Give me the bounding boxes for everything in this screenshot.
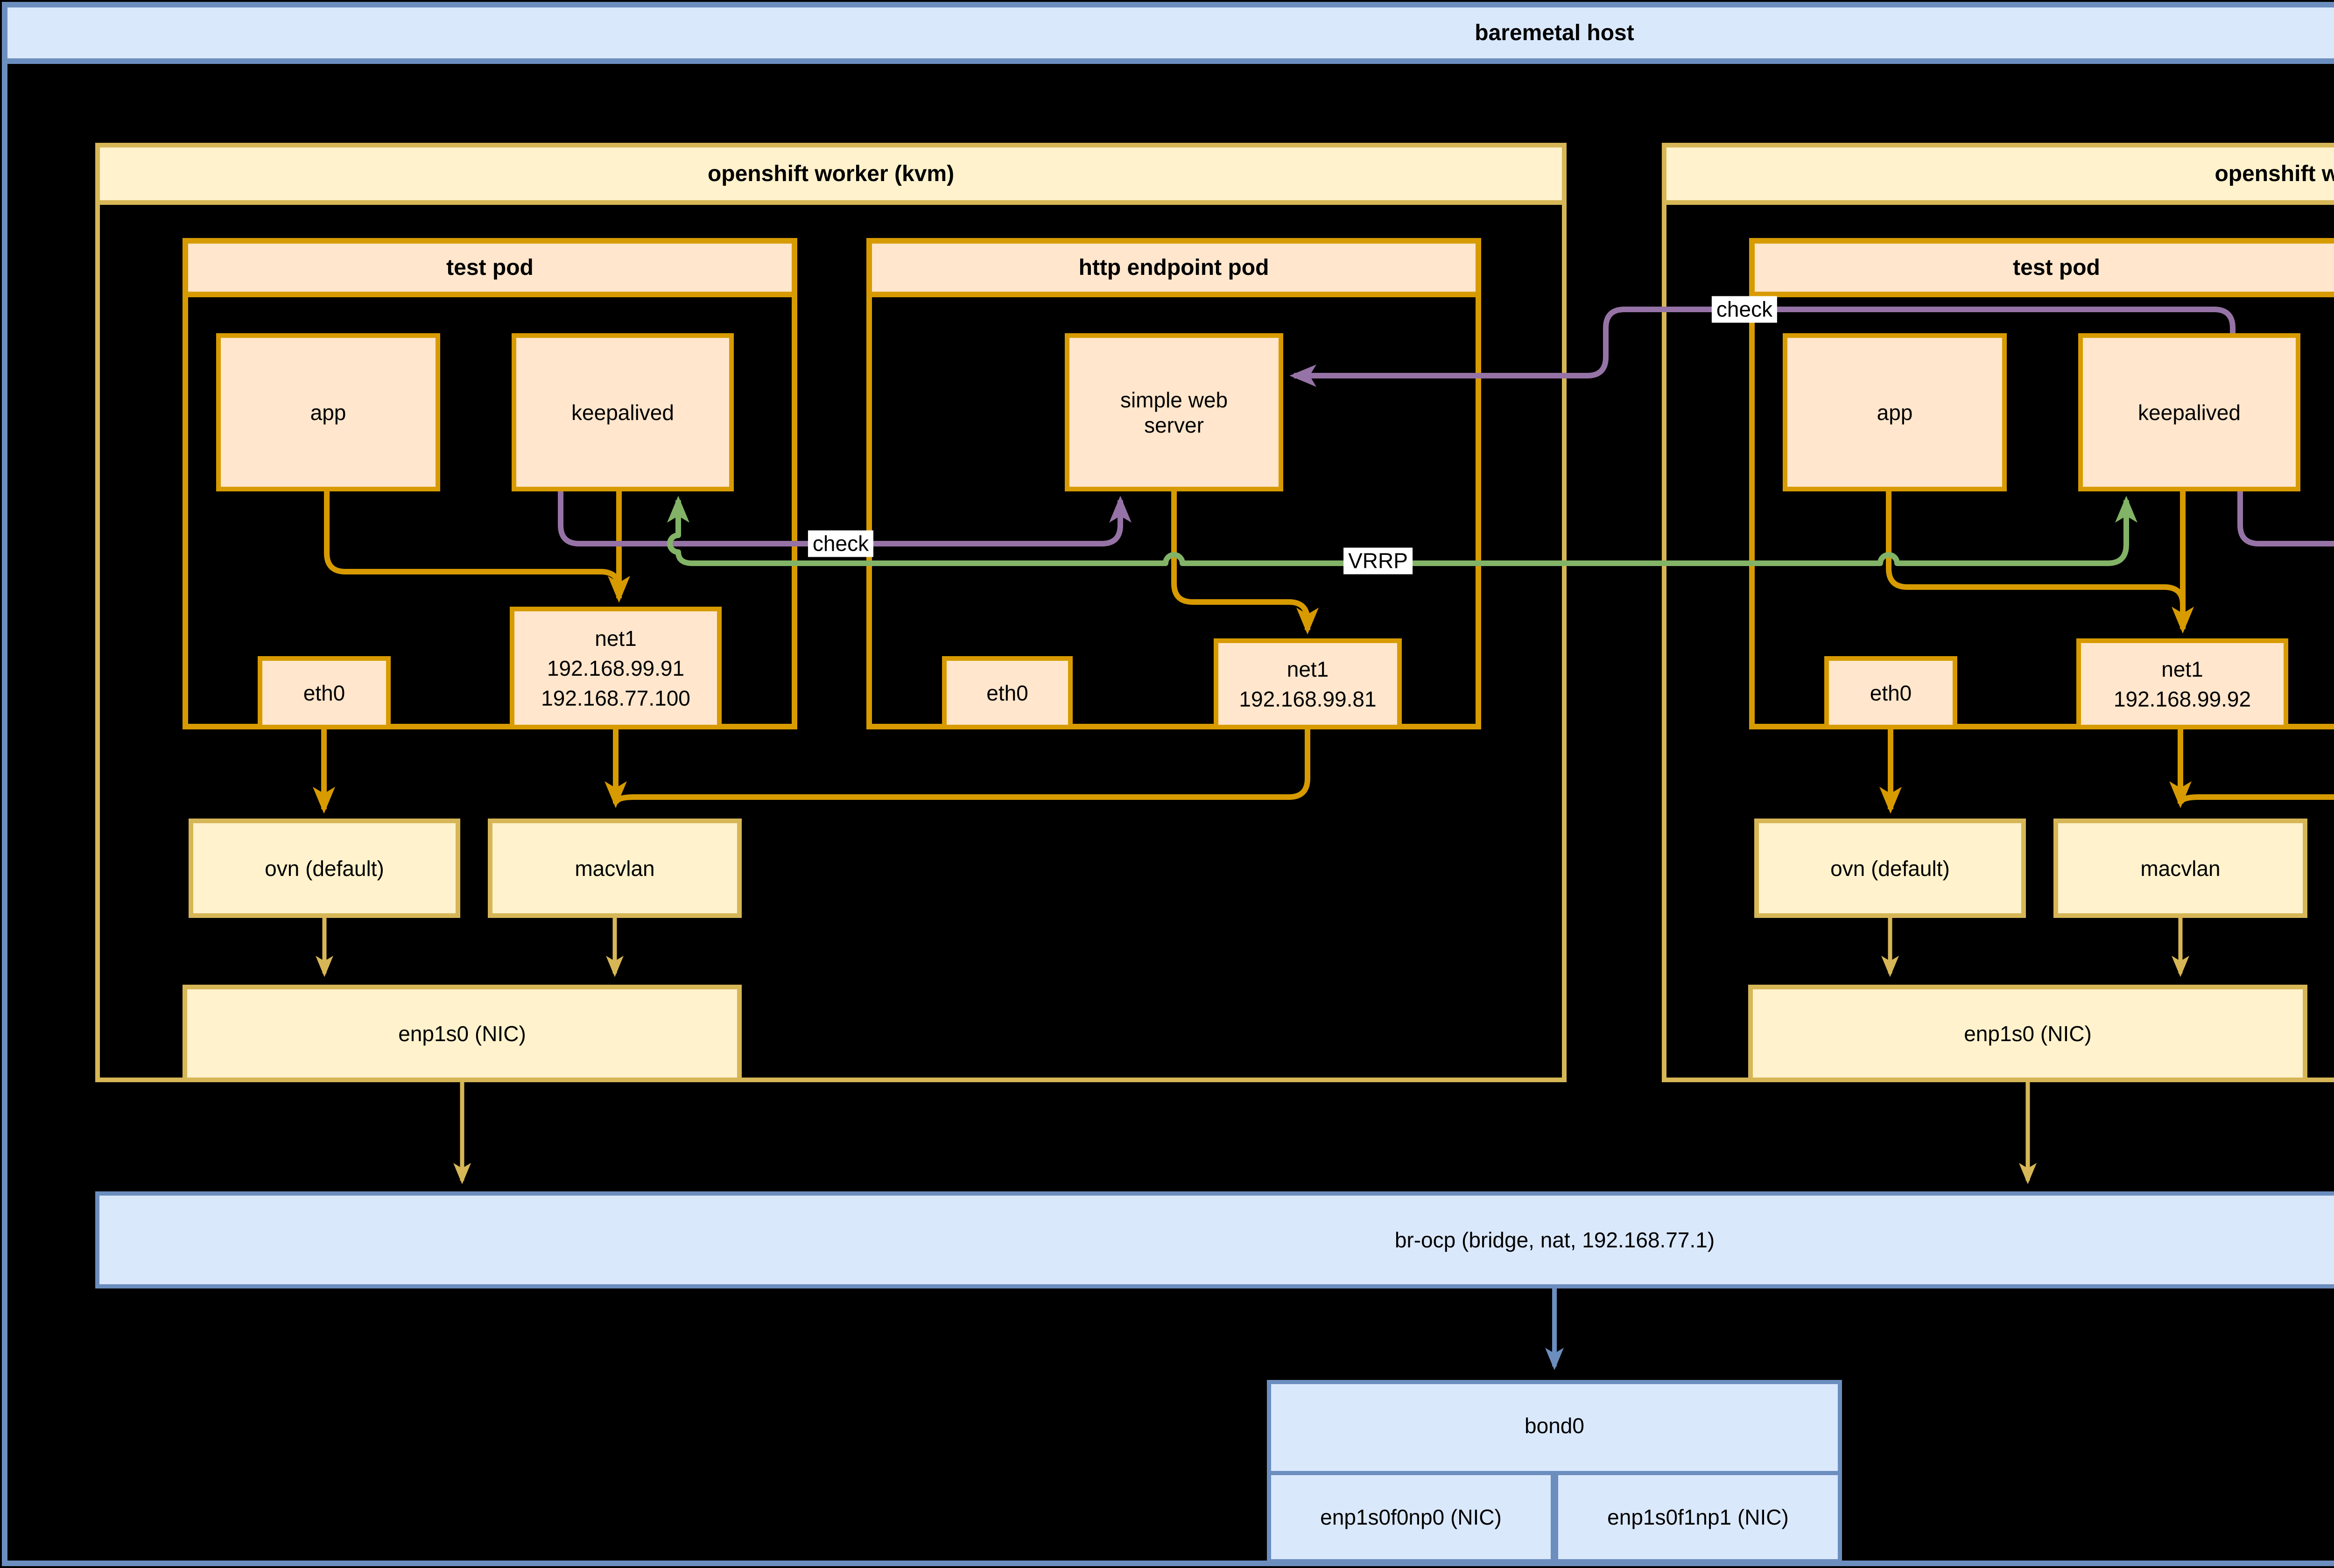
keepalived-node-right-label: keepalived [2138, 400, 2241, 425]
check-label-left: check [808, 530, 874, 557]
br-ocp-bridge-label: br-ocp (bridge, nat, 192.168.77.1) [1394, 1228, 1715, 1252]
net1-left-test-line1: net1 [595, 626, 637, 651]
web-server-node-left-label: simple web server [1120, 387, 1228, 437]
ovn-node-left-label: ovn (default) [265, 856, 384, 881]
app-node-right: app [1783, 333, 2007, 491]
bond0-nic-left-label: enp1s0f0np0 (NIC) [1320, 1505, 1502, 1529]
enp1s0-node-left-label: enp1s0 (NIC) [398, 1021, 526, 1046]
baremetal-host-title: baremetal host [7, 7, 2334, 64]
net1-node-right-test: net1 192.168.99.92 [2076, 638, 2288, 729]
bond0-title: bond0 [1525, 1414, 1584, 1438]
vrrp-label: VRRP [1343, 547, 1413, 574]
worker-left-title: openshift worker (kvm) [100, 147, 1562, 205]
check-label-cross: check [1711, 296, 1778, 323]
keepalived-node-left-label: keepalived [571, 400, 674, 425]
keepalived-node-right: keepalived [2078, 333, 2300, 491]
ovn-node-right-label: ovn (default) [1830, 856, 1950, 881]
app-node-left-label: app [310, 400, 346, 425]
macvlan-node-left: macvlan [488, 819, 742, 918]
test-pod-left-title: test pod [188, 244, 792, 297]
br-ocp-bridge: br-ocp (bridge, nat, 192.168.77.1) [95, 1191, 2334, 1288]
net1-left-test-line2: 192.168.99.91 [547, 656, 685, 680]
net1-right-test-line2: 192.168.99.92 [2113, 686, 2251, 711]
app-node-left: app [216, 333, 440, 491]
test-pod-right-title: test pod [1755, 244, 2334, 297]
worker-right-title: openshift worker (kvm) [1666, 147, 2334, 205]
ovn-node-left: ovn (default) [189, 819, 460, 918]
eth0-node-left-http: eth0 [942, 656, 1073, 729]
macvlan-node-right-label: macvlan [2140, 856, 2221, 881]
net1-node-left-test: net1 192.168.99.91 192.168.77.100 [510, 607, 722, 729]
bond0-nic-left: enp1s0f0np0 (NIC) [1267, 1471, 1555, 1563]
http-pod-left-title: http endpoint pod [872, 244, 1476, 297]
net1-left-test-line3: 192.168.77.100 [541, 686, 690, 710]
worker-left-container: openshift worker (kvm) [95, 143, 1567, 1082]
enp1s0-node-left: enp1s0 (NIC) [183, 985, 742, 1082]
app-node-right-label: app [1877, 400, 1913, 425]
eth0-node-left-test: eth0 [258, 656, 391, 729]
web-server-node-left: simple web server [1065, 333, 1283, 491]
eth0-node-left-http-label: eth0 [986, 680, 1028, 705]
keepalived-node-left: keepalived [512, 333, 734, 491]
bond0-nic-right: enp1s0f1np1 (NIC) [1554, 1471, 1842, 1563]
eth0-node-right-test-label: eth0 [1870, 680, 1912, 705]
macvlan-node-left-label: macvlan [575, 856, 655, 881]
net1-node-left-http: net1 192.168.99.81 [1214, 638, 1402, 729]
enp1s0-node-right: enp1s0 (NIC) [1748, 985, 2307, 1082]
net1-left-http-line2: 192.168.99.81 [1239, 686, 1377, 711]
net1-left-http-line1: net1 [1287, 657, 1329, 681]
bond0-nic-right-label: enp1s0f1np1 (NIC) [1607, 1505, 1789, 1529]
eth0-node-right-test: eth0 [1824, 656, 1957, 729]
macvlan-node-right: macvlan [2053, 819, 2307, 918]
net1-right-test-line1: net1 [2161, 657, 2203, 681]
eth0-node-left-test-label: eth0 [303, 680, 345, 705]
enp1s0-node-right-label: enp1s0 (NIC) [1964, 1021, 2092, 1046]
ovn-node-right: ovn (default) [1754, 819, 2026, 918]
